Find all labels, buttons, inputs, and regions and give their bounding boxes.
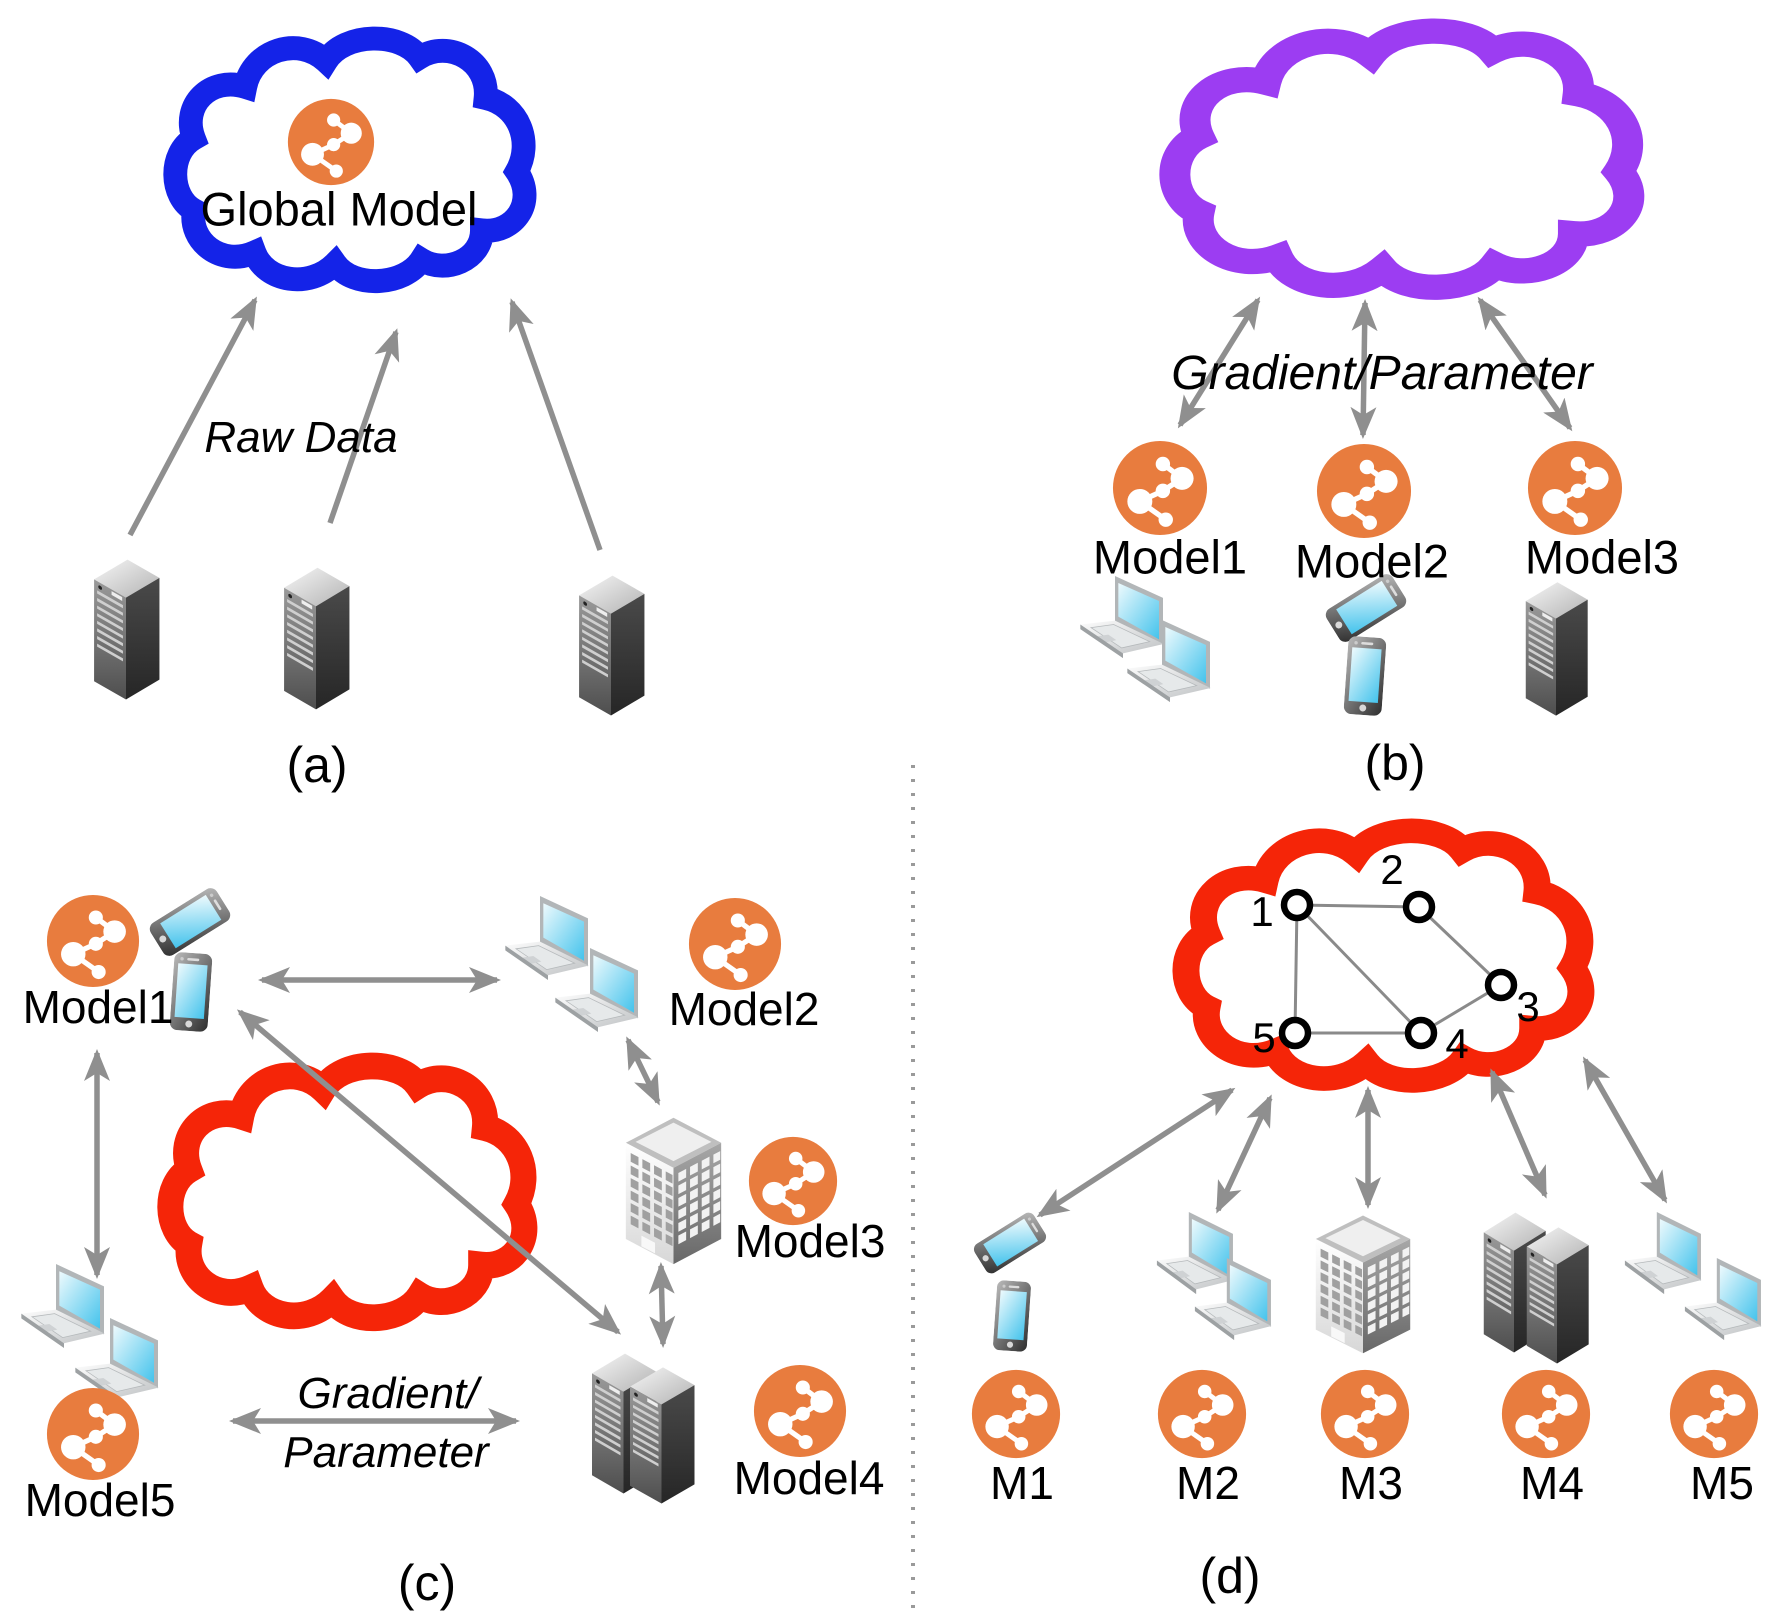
graph-node-2 (1402, 890, 1436, 924)
arrow-c-m3-m4 (648, 1262, 676, 1348)
model5-label-c: Model5 (24, 1474, 176, 1526)
raw-data-label: Raw Data (204, 413, 398, 462)
arrow-a-left (127, 296, 258, 537)
server-icon (1525, 582, 1588, 716)
server-icon (284, 567, 350, 710)
m2-label: M2 (1176, 1457, 1240, 1509)
graph-node-label-2: 2 (1380, 846, 1404, 893)
model4-label-c: Model4 (733, 1452, 885, 1504)
model-network-icon-b1 (1113, 441, 1207, 535)
arrow-d-m5 (1582, 1056, 1668, 1204)
model-network-icon-d3 (1321, 1370, 1409, 1458)
cloud-b-icon (1175, 31, 1629, 287)
server-icon (630, 1367, 695, 1504)
m5-label: M5 (1690, 1457, 1754, 1509)
gradient-parameter-label-b: Gradient/Parameter (1171, 347, 1593, 400)
model-network-icon-b3 (1528, 441, 1622, 535)
building-icon (625, 1117, 722, 1265)
arrow-a-right (509, 298, 603, 551)
gradient-label-c-line1: Gradient/ (297, 1369, 479, 1418)
phone-icon (146, 885, 234, 959)
model-network-icon-d1 (972, 1370, 1060, 1458)
model-network-icon-global (288, 99, 374, 185)
model-network-icon-c2 (689, 898, 781, 990)
gradient-label-c-line2: Parameter (283, 1428, 489, 1477)
laptop-icon (1156, 1212, 1234, 1295)
arrow-c-m1-m4 (236, 1009, 622, 1335)
global-model-label: Global Model (200, 182, 478, 236)
caption-b: (b) (1364, 735, 1426, 791)
phone-icon (971, 1210, 1049, 1276)
arrow-b-model2 (1350, 299, 1378, 439)
building-icon (1315, 1215, 1411, 1354)
graph-node-5 (1278, 1016, 1312, 1050)
model-network-icon-d4 (1502, 1370, 1590, 1458)
phone-icon (992, 1279, 1032, 1353)
arrow-b-model1 (1177, 296, 1261, 429)
laptop-icon (20, 1264, 106, 1349)
model-network-icon-c5 (47, 1388, 139, 1480)
server-icon (579, 575, 645, 716)
arrow-b-model3 (1477, 296, 1573, 432)
server-icon (1526, 1227, 1589, 1364)
arrow-d-m4 (1489, 1068, 1548, 1199)
laptop-icon (1079, 576, 1165, 659)
m3-label: M3 (1339, 1457, 1403, 1509)
server-icon (94, 559, 160, 700)
model2-label-b: Model2 (1294, 534, 1450, 588)
laptop-icon (504, 896, 590, 981)
caption-a: (a) (286, 737, 348, 793)
graph-node-4 (1404, 1016, 1438, 1050)
model-network-icon-c3 (749, 1137, 837, 1225)
caption-c: (c) (397, 1555, 457, 1611)
model1-label-c: Model1 (22, 981, 174, 1033)
model-network-icon-c4 (754, 1365, 846, 1457)
arrow-d-m2 (1215, 1094, 1273, 1214)
model2-label-c: Model2 (668, 983, 820, 1035)
model3-label-c: Model3 (734, 1215, 886, 1267)
model3-label-b: Model3 (1524, 530, 1680, 584)
phone-icon (1343, 635, 1387, 717)
model-network-icon-c1 (47, 895, 139, 987)
graph-node-label-5: 5 (1252, 1014, 1276, 1061)
caption-d: (d) (1199, 1548, 1261, 1604)
model1-label-b: Model1 (1092, 530, 1248, 584)
arrows-layer (84, 296, 1668, 1434)
arrow-c-m2-m3 (625, 1036, 661, 1106)
graph-node-3 (1484, 968, 1518, 1002)
model-network-icon-b2 (1317, 444, 1411, 538)
graph-node-label-4: 4 (1445, 1020, 1469, 1067)
laptop-icon (1624, 1212, 1702, 1295)
graph-node-label-1: 1 (1250, 888, 1274, 935)
m4-label: M4 (1520, 1457, 1584, 1509)
model-network-icon-d2 (1158, 1370, 1246, 1458)
graph-node-1 (1280, 888, 1314, 922)
topology-graph (1278, 888, 1518, 1050)
model-network-icon-d5 (1670, 1370, 1758, 1458)
arrow-a-middle (327, 328, 400, 524)
arrow-d-m1 (1036, 1087, 1236, 1218)
m1-label: M1 (990, 1457, 1054, 1509)
phone-icon (169, 951, 213, 1033)
graph-node-label-3: 3 (1516, 983, 1540, 1030)
